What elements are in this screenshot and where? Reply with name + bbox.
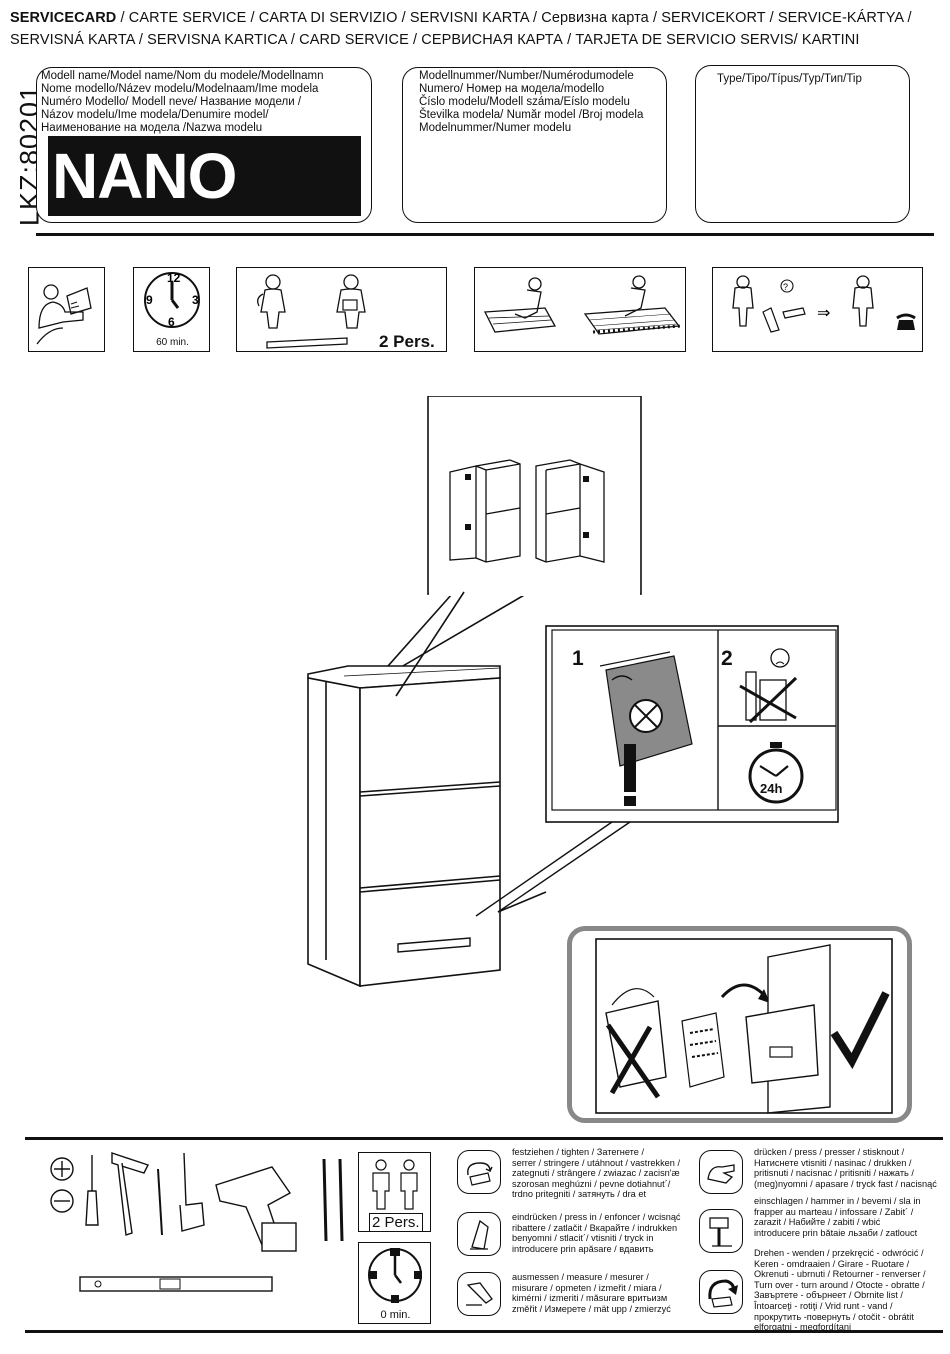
tools-two-persons-label: 2 Pers.: [369, 1213, 423, 1232]
header-line-1: SERVICECARD / CARTE SERVICE / CARTA DI S…: [10, 9, 912, 27]
type-box: Type/Tipo/Típus/Typ/Тип/Tip: [695, 65, 910, 223]
svg-text:⇒: ⇒: [817, 305, 830, 322]
bottom-divider: [25, 1330, 943, 1333]
svg-text:9: 9: [146, 293, 153, 307]
dry-time-label: 24h: [760, 781, 783, 796]
tools-two-persons-icon: 2 Pers.: [358, 1152, 431, 1232]
servicecard-title: SERVICECARD: [10, 10, 117, 26]
model-name-label: Modell name/Model name/Nom du modele/Mod…: [41, 70, 324, 134]
hammer-text: einschlagen / hammer in / bevemi / sla i…: [754, 1196, 921, 1238]
svg-text:12: 12: [167, 271, 181, 285]
turn-over-icon: [699, 1270, 743, 1314]
measure-icon: [457, 1272, 501, 1316]
time-60-label: 60 min.: [156, 337, 189, 348]
press-in-text: eindrücken / press in / enfoncer / wcisn…: [512, 1212, 681, 1254]
recycle-panel: [567, 926, 912, 1123]
header-translations-1: / CARTE SERVICE / CARTA DI SERVIZIO / SE…: [116, 10, 912, 26]
measure-text: ausmessen / measure / mesurer / misurare…: [512, 1272, 671, 1314]
header-line-2: SERVISNÁ KARTA / SERVISNA KARTICA / CARD…: [10, 32, 860, 48]
header-divider: [36, 233, 934, 236]
press-in-icon: [457, 1212, 501, 1256]
tighten-text: festziehen / tighten / Затегнете / serre…: [512, 1147, 681, 1200]
press-text: drücken / press / presser / stisknout / …: [754, 1147, 937, 1189]
tighten-icon: [457, 1150, 501, 1194]
svg-text:?: ?: [783, 282, 788, 292]
press-icon: [699, 1150, 743, 1194]
hammer-icon: [699, 1209, 743, 1253]
type-label: Type/Tipo/Típus/Typ/Тип/Tip: [717, 73, 862, 85]
two-persons-carry-icon: 2 Pers.: [236, 267, 447, 352]
tools-divider: [25, 1137, 943, 1140]
cabinet-illustration: [307, 396, 839, 988]
two-persons-label: 2 Pers.: [379, 332, 435, 351]
step-2-number: 2: [721, 647, 733, 670]
read-instructions-icon: [28, 267, 105, 352]
svg-text:3: 3: [192, 293, 199, 307]
turn-over-text: Drehen - wenden / przekręcić - odwrócić …: [754, 1248, 926, 1333]
step-1-number: 1: [572, 647, 584, 670]
svg-text:6: 6: [168, 315, 175, 329]
tools-clock-label: 0 min.: [380, 1309, 411, 1321]
tools-illustration: [50, 1152, 344, 1292]
assemble-on-floor-icon: [474, 267, 686, 352]
tools-clock-icon: 0 min.: [358, 1242, 431, 1324]
model-number-label: Modellnummer/Number/Numérodumodele Numer…: [419, 70, 644, 134]
model-name-value: NANO BAD: [48, 136, 361, 292]
model-number-box: Modellnummer/Number/Numérodumodele Numer…: [402, 67, 667, 223]
time-60-icon: 12 9 3 6 60 min.: [133, 267, 210, 352]
call-service-icon: ? ⇒: [712, 267, 923, 352]
